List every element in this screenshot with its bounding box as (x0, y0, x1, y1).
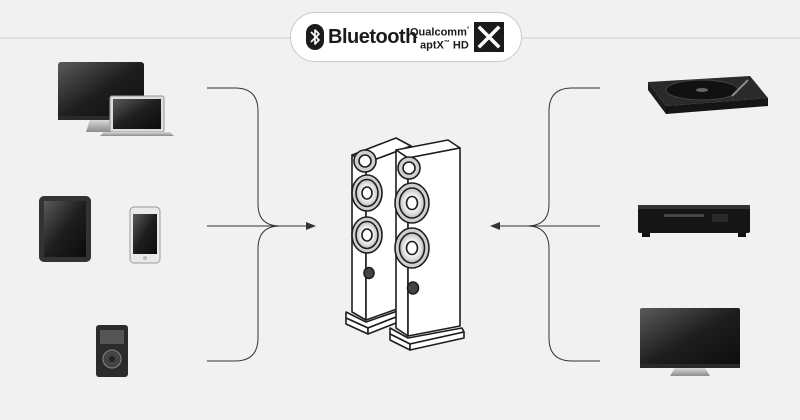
cd-player-icon (638, 205, 750, 237)
turntable-icon (648, 76, 768, 114)
tablet-icon (39, 196, 91, 262)
left-arrowhead (306, 222, 316, 230)
right-connector-lines (500, 87, 600, 362)
floorstanding-speakers (345, 137, 465, 351)
aptx-hd-label: aptX™ HD (420, 39, 469, 52)
aptx-x-icon (474, 22, 504, 52)
right-arrowhead (490, 222, 500, 230)
music-player-icon (96, 325, 128, 377)
qualcomm-label: Qualcomm° (410, 26, 470, 39)
bluetooth-label: Bluetooth (328, 26, 417, 48)
bluetooth-icon (306, 24, 324, 50)
phone-icon (129, 206, 161, 264)
left-connector-lines (207, 87, 308, 362)
right-speaker (389, 139, 465, 351)
laptop-icon (100, 95, 174, 136)
tv-icon (640, 308, 740, 376)
